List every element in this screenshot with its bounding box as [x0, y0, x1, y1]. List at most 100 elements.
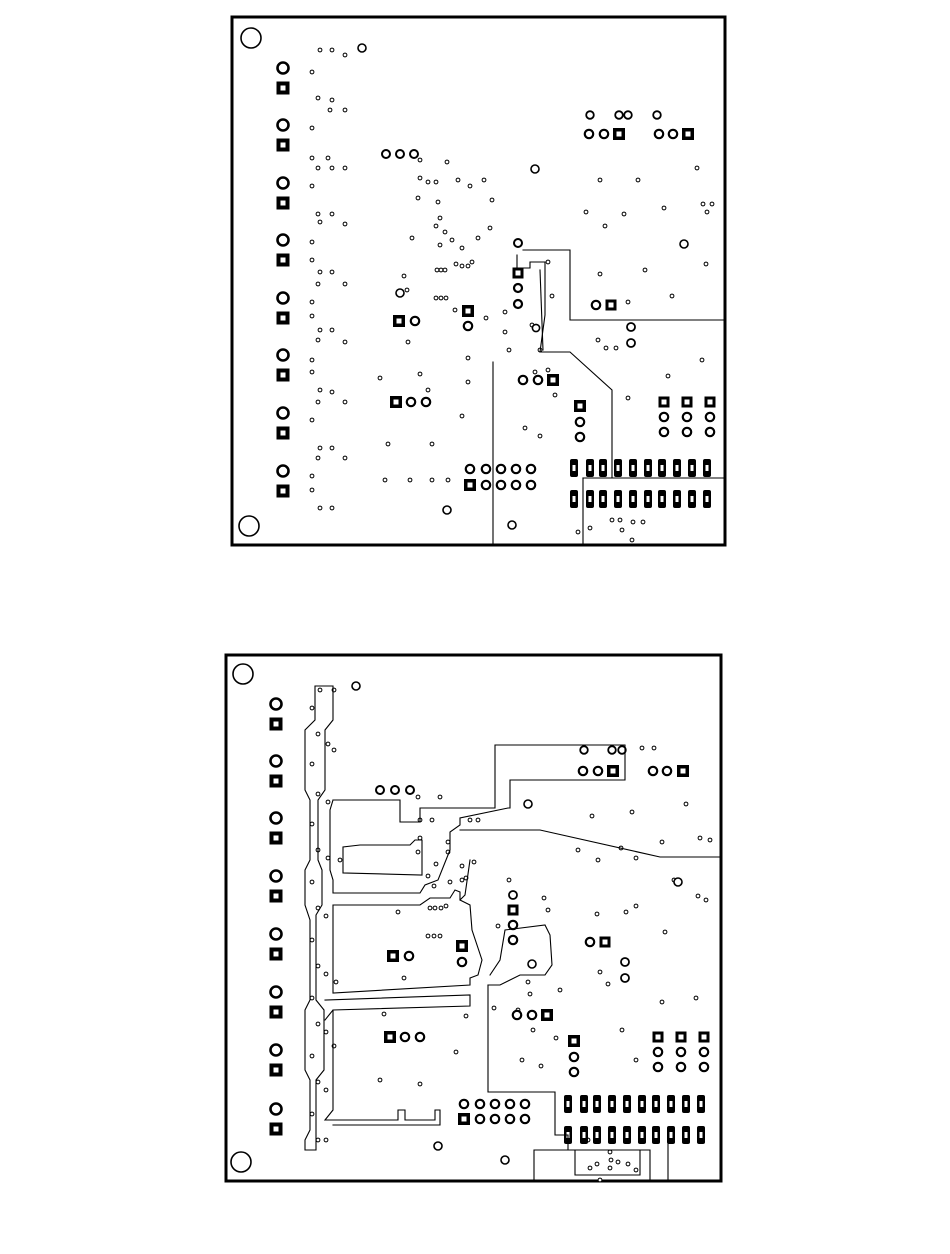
via [460, 414, 464, 418]
via [438, 216, 442, 220]
top-layer-panel [232, 17, 725, 545]
via [631, 520, 635, 524]
via [438, 243, 442, 247]
pad-hole [686, 132, 691, 137]
via [310, 70, 314, 74]
smd-pad-mark [676, 465, 679, 471]
round-pad [570, 1068, 578, 1076]
smd-pad-mark [611, 1101, 614, 1107]
via [326, 856, 330, 860]
smd-pad-mark [589, 465, 592, 471]
via [523, 426, 527, 430]
via [310, 126, 314, 130]
trace [325, 1010, 440, 1125]
pad-hole [281, 489, 286, 494]
via [598, 178, 602, 182]
pad-hole [281, 143, 286, 148]
round-pad [576, 418, 584, 426]
via [710, 202, 714, 206]
pad-hole [468, 483, 473, 488]
via [464, 1014, 468, 1018]
pad-hole [281, 431, 286, 436]
via [330, 48, 334, 52]
smd-pad-mark [626, 1101, 629, 1107]
smd-pad-mark [647, 496, 650, 502]
pad-hole [572, 1039, 577, 1044]
via [316, 964, 320, 968]
via [426, 874, 430, 878]
smd-pad-mark [632, 465, 635, 471]
via [476, 818, 480, 822]
via [460, 246, 464, 250]
via [662, 206, 666, 210]
via [428, 906, 432, 910]
smd-pad-mark [617, 496, 620, 502]
round-pad [521, 1115, 529, 1123]
via [520, 1058, 524, 1062]
via [310, 880, 314, 884]
via [316, 400, 320, 404]
round-pad [534, 376, 542, 384]
mounting-hole [233, 664, 253, 684]
round-pad [579, 767, 587, 775]
via [660, 1000, 664, 1004]
via [618, 518, 622, 522]
round-pad [434, 1142, 442, 1150]
via [704, 898, 708, 902]
via [432, 934, 436, 938]
via [604, 346, 608, 350]
pad-hole [281, 258, 286, 263]
round-pad [509, 891, 517, 899]
pad-hole [679, 1035, 684, 1040]
round-pad [271, 929, 282, 940]
via [378, 376, 382, 380]
pad-hole [611, 769, 616, 774]
via [426, 388, 430, 392]
pad-hole [516, 271, 521, 276]
round-pad [600, 130, 608, 138]
via [378, 1078, 382, 1082]
via [453, 308, 457, 312]
left-connector-pads [270, 699, 283, 1136]
round-pad [497, 481, 505, 489]
round-pad [491, 1115, 499, 1123]
via [444, 296, 448, 300]
via [324, 1030, 328, 1034]
round-pad [514, 300, 522, 308]
round-pad [460, 1100, 468, 1108]
round-pad [512, 465, 520, 473]
via [310, 418, 314, 422]
via [343, 282, 347, 286]
round-pad [278, 178, 289, 189]
via [310, 156, 314, 160]
trace [575, 1150, 640, 1175]
pad-hole [274, 1127, 279, 1132]
via [472, 860, 476, 864]
via [443, 268, 447, 272]
via [666, 374, 670, 378]
via [616, 1160, 620, 1164]
via [546, 368, 550, 372]
smd-pad-mark [596, 1101, 599, 1107]
smd-pad-mark [626, 1132, 629, 1138]
round-pad [524, 800, 532, 808]
round-pad [482, 481, 490, 489]
round-pad [443, 506, 451, 514]
pad-hole [388, 1035, 393, 1040]
smd-pad-mark [567, 1101, 570, 1107]
round-pad [358, 44, 366, 52]
smd-pad-rows [570, 459, 711, 508]
smd-pad-mark [617, 465, 620, 471]
round-pad [401, 1033, 409, 1041]
pad-hole [466, 309, 471, 314]
via [310, 996, 314, 1000]
round-pad [512, 481, 520, 489]
pad-hole [274, 722, 279, 727]
pad-hole [274, 894, 279, 899]
smd-pad-mark [611, 1132, 614, 1138]
round-pad [509, 936, 517, 944]
via [454, 1050, 458, 1054]
pad-hole [545, 1013, 550, 1018]
via [694, 996, 698, 1000]
via [434, 296, 438, 300]
